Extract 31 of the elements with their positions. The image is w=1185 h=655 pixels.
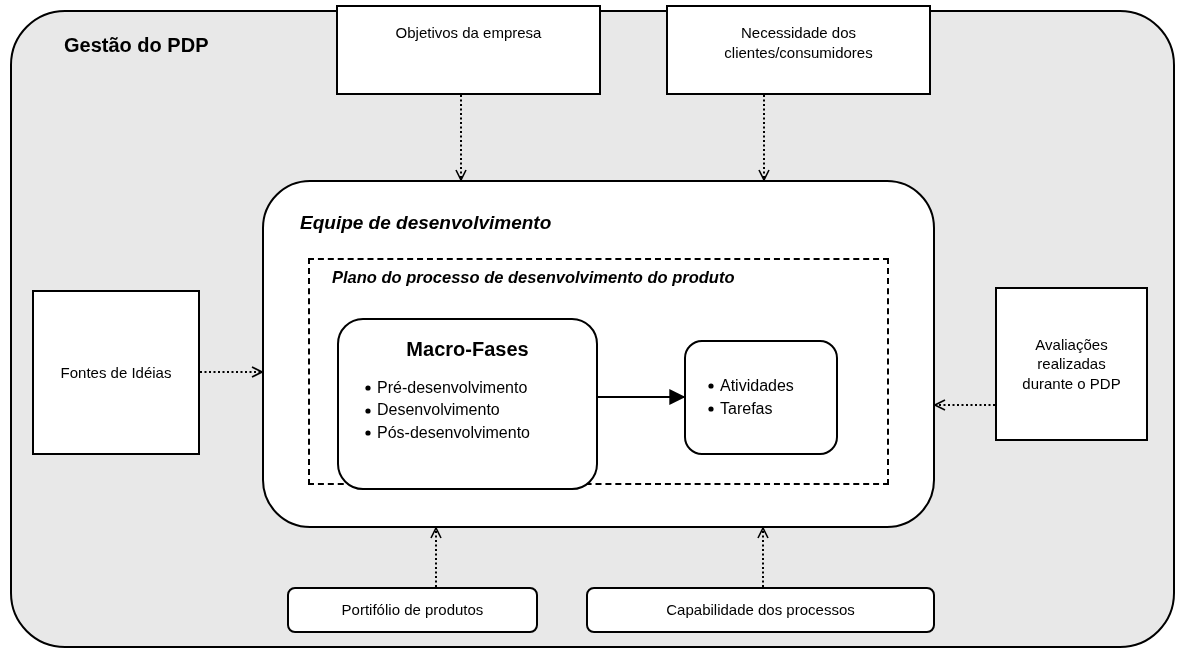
box-label: Necessidade dos clientes/consumidores (723, 23, 874, 63)
process-box (666, 5, 931, 95)
process-box (336, 5, 601, 95)
group-heading: Plano do processo de desenvolvimento do produto (332, 268, 735, 287)
arrow (758, 94, 770, 181)
process-box (995, 287, 1148, 441)
bullet-item: Desenvolvimento (377, 400, 500, 421)
arrow (199, 366, 263, 378)
panel-heading: Gestão do PDP (64, 34, 209, 57)
bullet-item: Pré-desenvolvimento (377, 378, 528, 398)
arrow (757, 527, 769, 588)
rounded-box (287, 587, 538, 633)
arrow (934, 399, 996, 411)
box-label: Fontes de Idéias (59, 362, 173, 383)
arrow (455, 94, 467, 181)
arrow (597, 389, 686, 405)
rounded-box (684, 340, 838, 455)
bullet-item: Tarefas (720, 398, 773, 419)
box-label: Portifólio de produtos (340, 600, 485, 621)
group-heading: Equipe de desenvolvimento (300, 212, 552, 234)
box-label: Capabilidade dos processos (665, 600, 856, 621)
box-label: Objetivos da empresa (394, 23, 543, 43)
rounded-box (586, 587, 935, 633)
box-label: Avaliações realizadas durante o PDP (1021, 334, 1122, 394)
bullet-item: Pós-desenvolvimento (377, 422, 530, 443)
bullet-item: Atividades (720, 376, 794, 397)
rounded-box (337, 318, 598, 490)
rounded-container (262, 180, 935, 528)
arrow (430, 527, 442, 588)
process-box (32, 290, 200, 455)
box-heading: Macro-Fases (406, 338, 529, 361)
